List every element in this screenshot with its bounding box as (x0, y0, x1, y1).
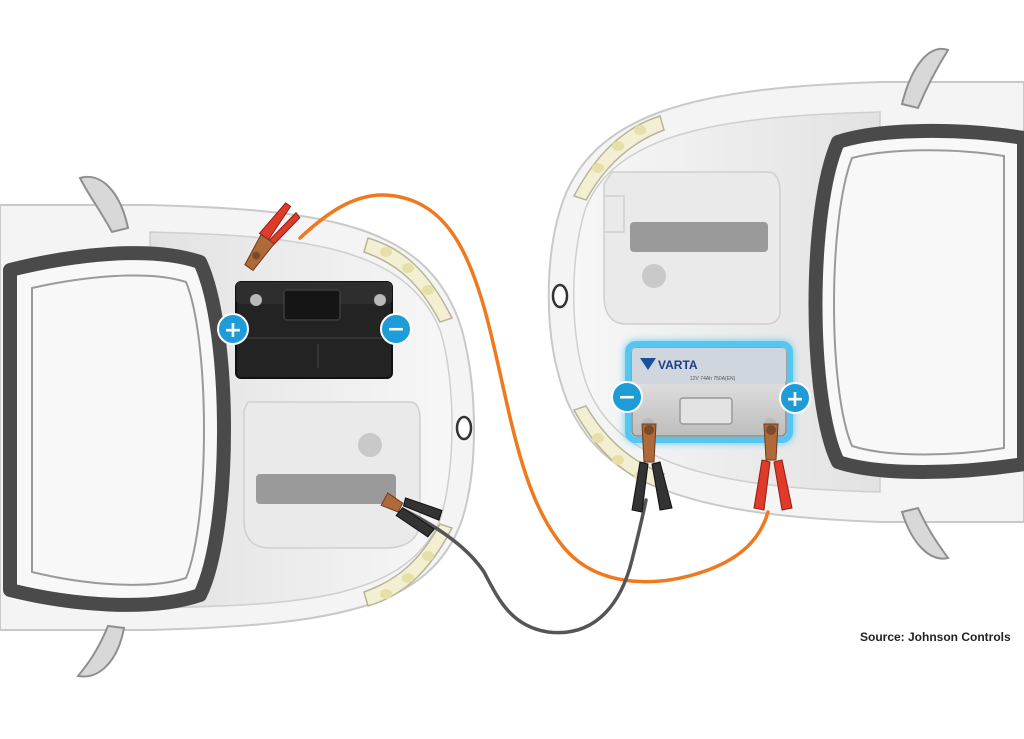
right-car-emblem (551, 283, 569, 309)
dead-battery-negative-badge: − (380, 313, 412, 345)
plus-icon: + (224, 318, 242, 343)
booster-battery-negative-badge: − (611, 381, 643, 413)
booster-battery-brand: VARTA (658, 358, 698, 372)
minus-icon: − (618, 385, 636, 410)
black-clamp-ground (380, 492, 443, 538)
right-car-mirror-top (900, 47, 950, 110)
booster-battery-spec: 12V 74Ah 750A(EN) (690, 376, 736, 382)
varta-logo: VARTA (640, 358, 698, 372)
black-clamp-booster-battery (631, 423, 673, 513)
jumper-cables (298, 193, 770, 635)
red-clamp-dead-battery (244, 202, 301, 272)
right-car-windshield-inner (833, 149, 1005, 456)
booster-battery-positive-badge: + (779, 382, 811, 414)
dead-battery (235, 281, 393, 379)
right-car-headlight-top (572, 115, 665, 201)
negative-cable (402, 498, 648, 635)
source-credit: Source: Johnson Controls (860, 630, 1011, 644)
minus-icon: − (387, 317, 405, 342)
left-car-headlight-top (363, 237, 454, 323)
right-car-engine-cover (603, 171, 781, 325)
positive-cable (298, 193, 770, 584)
left-car-windshield-inner (31, 274, 205, 586)
red-clamp-booster-battery (753, 423, 793, 511)
dead-battery-negative-post (374, 294, 386, 306)
right-car-windshield (808, 123, 1024, 479)
left-car-mirror-bottom (76, 624, 126, 678)
left-car-headlight-bottom (363, 523, 454, 607)
dead-battery-positive-badge: + (217, 313, 249, 345)
dead-battery-positive-post (250, 294, 262, 306)
left-car-mirror-top (78, 175, 130, 234)
plus-icon: + (786, 387, 804, 412)
left-car-emblem (455, 415, 473, 441)
left-car-windshield (3, 246, 231, 612)
left-car-engine-cover (243, 401, 421, 549)
right-car-mirror-bottom (900, 506, 950, 560)
left-car (0, 175, 475, 678)
